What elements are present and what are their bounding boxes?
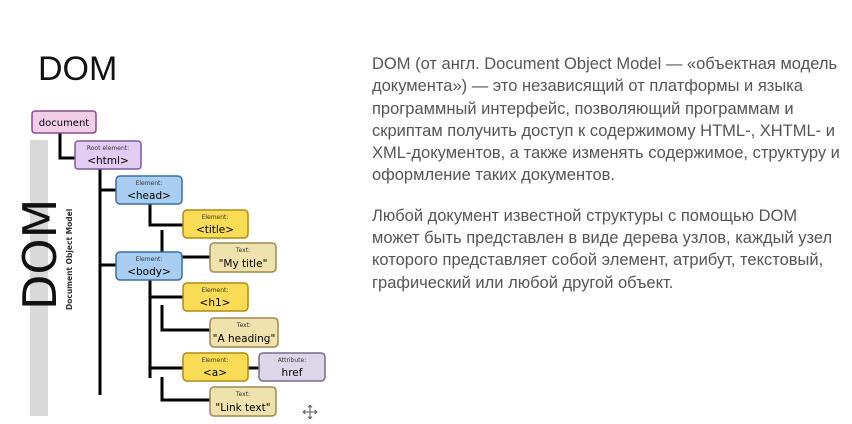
node-my-title: Text: "My title"	[209, 242, 277, 273]
node-href: Attribute: href	[258, 352, 326, 382]
slide-title: DOM	[38, 50, 118, 88]
description-text: DOM (от англ. Document Object Model — «о…	[372, 53, 842, 312]
node-link-text-caption: Text:	[235, 391, 250, 398]
node-body-caption: Element:	[136, 256, 163, 263]
node-html: Root element: <html>	[74, 140, 142, 170]
node-head-label: <head>	[127, 190, 171, 202]
diagram-sidebar	[30, 140, 48, 416]
node-title: Element: <title>	[182, 209, 249, 239]
node-head: Element: <head>	[115, 175, 183, 205]
node-h1-caption: Element:	[202, 287, 229, 294]
node-h1-label: <h1>	[200, 297, 231, 309]
node-html-caption: Root element:	[87, 145, 129, 152]
node-h1: Element: <h1>	[182, 282, 249, 312]
node-link-text-label: "Link text"	[215, 402, 270, 414]
node-document: document	[31, 110, 97, 134]
node-a-label: <a>	[203, 367, 227, 379]
node-head-caption: Element:	[136, 180, 163, 187]
node-title-caption: Element:	[202, 214, 229, 221]
move-cursor-icon[interactable]	[302, 404, 318, 420]
node-href-caption: Attribute:	[278, 357, 307, 364]
sidebar-title: DOM	[13, 199, 67, 310]
node-my-title-label: "My title"	[219, 258, 268, 270]
node-document-label: document	[39, 118, 90, 129]
node-body-label: <body>	[127, 266, 171, 278]
node-title-label: <title>	[196, 224, 234, 236]
node-link-text: Text: "Link text"	[209, 386, 277, 417]
node-a-caption: Element:	[202, 357, 229, 364]
node-my-title-caption: Text:	[235, 247, 250, 254]
node-a-heading-label: "A heading"	[213, 333, 276, 345]
node-a-heading-caption: Text:	[236, 322, 251, 329]
node-html-label: <html>	[87, 155, 129, 167]
description-paragraph-2: Любой документ известной структуры с пом…	[372, 206, 833, 292]
node-href-label: href	[282, 367, 303, 379]
sidebar-subtitle: Document Object Model	[65, 209, 74, 310]
node-body: Element: <body>	[115, 251, 183, 281]
node-a: Element: <a>	[182, 352, 249, 382]
description-paragraph-1: DOM (от англ. Document Object Model — «о…	[372, 55, 840, 185]
node-a-heading: Text: "A heading"	[209, 317, 279, 348]
